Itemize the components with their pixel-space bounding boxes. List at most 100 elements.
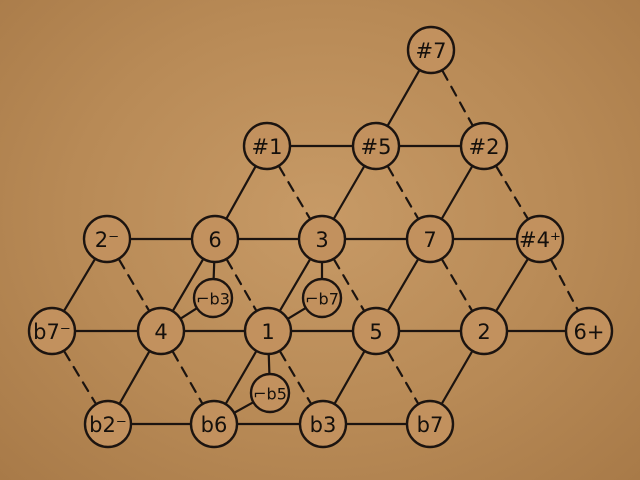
node-circle bbox=[459, 121, 509, 171]
node-circle bbox=[297, 214, 347, 264]
node-circle bbox=[243, 306, 293, 356]
node-label: 6 bbox=[208, 228, 221, 252]
solid-edge-sharp2-seven bbox=[440, 165, 474, 220]
node-circle bbox=[27, 306, 77, 356]
node-b6: b6 bbox=[189, 399, 239, 449]
node-sharp2: #2 bbox=[459, 121, 509, 171]
node-sharp1: #1 bbox=[242, 121, 292, 171]
node-two: 2 bbox=[459, 306, 509, 356]
node-label: 4 bbox=[154, 320, 167, 344]
solid-edge-sharp1-six bbox=[225, 165, 257, 220]
node-circle bbox=[459, 306, 509, 356]
solid-edge-six-four bbox=[172, 258, 204, 312]
dashed-edge-b7minus-b2minus bbox=[63, 350, 97, 405]
node-sharp5: #5 bbox=[351, 121, 401, 171]
node-label: b3 bbox=[310, 413, 337, 437]
node-circle bbox=[406, 25, 456, 75]
dashed-edge-sharp7-sharp2 bbox=[441, 69, 474, 127]
node-circle bbox=[405, 214, 455, 264]
solid-edge-sharp5-three bbox=[332, 165, 366, 220]
node-three: 3 bbox=[297, 214, 347, 264]
node-circle bbox=[564, 306, 614, 356]
node-label: 2⁻ bbox=[95, 228, 119, 252]
node-circle bbox=[298, 399, 348, 449]
node-circle bbox=[192, 277, 234, 319]
node-circle bbox=[351, 306, 401, 356]
node-label: b6 bbox=[201, 413, 228, 437]
node-five: 5 bbox=[351, 306, 401, 356]
dashed-edge-seven-two bbox=[441, 258, 473, 312]
solid-edge-four-neutral_b3 bbox=[180, 307, 198, 320]
solid-edge-two_minus-b7minus bbox=[63, 258, 96, 312]
node-seven: 7 bbox=[405, 214, 455, 264]
dashed-edge-four-b6 bbox=[171, 350, 204, 405]
node-label: ⌐b3 bbox=[196, 290, 230, 309]
node-b7minus: b7⁻ bbox=[27, 306, 77, 356]
dashed-edge-three-five bbox=[333, 258, 365, 312]
solid-edge-four-b2minus bbox=[118, 350, 151, 405]
dashed-edge-one-b3 bbox=[279, 350, 312, 405]
node-neutral-b7: ⌐b7 bbox=[301, 277, 343, 319]
node-circle bbox=[405, 399, 455, 449]
dashed-edge-six-one bbox=[225, 258, 258, 312]
node-label: #1 bbox=[252, 135, 283, 159]
dashed-edge-sharp1-three bbox=[278, 165, 311, 220]
node-one: 1 bbox=[243, 306, 293, 356]
node-label: 2 bbox=[477, 320, 490, 344]
node-sharp7: #7 bbox=[406, 25, 456, 75]
node-neutral-b3: ⌐b3 bbox=[192, 277, 234, 319]
node-label: #2 bbox=[469, 135, 500, 159]
node-label: 3 bbox=[315, 228, 328, 252]
node-circle bbox=[249, 372, 291, 414]
node-circle bbox=[301, 277, 343, 319]
node-circle bbox=[82, 214, 132, 264]
node-circle bbox=[351, 121, 401, 171]
node-label: 1 bbox=[261, 320, 274, 344]
solid-edge-three-one bbox=[279, 258, 311, 312]
dashed-edge-sharp4plus-six_plus bbox=[550, 259, 579, 311]
dashed-edge-five-b7 bbox=[386, 350, 420, 405]
node-circle bbox=[242, 121, 292, 171]
node-layer: #7 #1 #5 #2 2⁻ 6 3 7 #4⁺ b7⁻ 4 1 5 2 6+ b2⁻ b6 b3 b7 ⌐b3 ⌐b7… bbox=[27, 25, 614, 449]
node-circle bbox=[515, 214, 565, 264]
node-label: ⌐b7 bbox=[305, 290, 339, 309]
solid-edge-neutral_b5-one bbox=[267, 353, 271, 375]
dashed-edge-two_minus-four bbox=[118, 258, 150, 312]
node-label: ⌐b5 bbox=[253, 385, 287, 404]
solid-edge-two-b7 bbox=[440, 350, 474, 405]
node-label: #4⁺ bbox=[519, 228, 561, 252]
node-neutral-b5: ⌐b5 bbox=[249, 372, 291, 414]
node-two-minus: 2⁻ bbox=[82, 214, 132, 264]
node-six: 6 bbox=[190, 214, 240, 264]
node-six-plus: 6+ bbox=[564, 306, 614, 356]
node-b3: b3 bbox=[298, 399, 348, 449]
node-circle bbox=[190, 214, 240, 264]
node-circle bbox=[136, 306, 186, 356]
solid-edge-seven-five bbox=[387, 258, 419, 312]
solid-edge-sharp7-sharp5 bbox=[386, 69, 421, 127]
node-circle bbox=[189, 399, 239, 449]
solid-edge-one-b6 bbox=[224, 350, 258, 405]
node-label: b2⁻ bbox=[89, 413, 127, 437]
edge-layer bbox=[63, 69, 579, 426]
node-label: 5 bbox=[369, 320, 382, 344]
node-b2minus: b2⁻ bbox=[83, 399, 133, 449]
node-four: 4 bbox=[136, 306, 186, 356]
solid-edge-sharp4plus-two bbox=[495, 258, 529, 312]
node-label: #5 bbox=[361, 135, 392, 159]
solid-edge-neutral_b3-six bbox=[212, 261, 216, 280]
node-label: #7 bbox=[416, 39, 447, 63]
solid-edge-b6-neutral_b5 bbox=[233, 401, 254, 414]
node-label: 7 bbox=[423, 228, 436, 252]
node-label: b7⁻ bbox=[33, 320, 71, 344]
solid-edge-one-neutral_b7 bbox=[287, 307, 307, 320]
dashed-edge-sharp5-seven bbox=[386, 165, 420, 220]
node-label: 6+ bbox=[574, 320, 605, 344]
node-circle bbox=[83, 399, 133, 449]
node-label: b7 bbox=[417, 413, 444, 437]
dashed-edge-sharp2-sharp4plus bbox=[495, 165, 529, 220]
solid-edge-five-b3 bbox=[333, 350, 366, 405]
node-b7: b7 bbox=[405, 399, 455, 449]
